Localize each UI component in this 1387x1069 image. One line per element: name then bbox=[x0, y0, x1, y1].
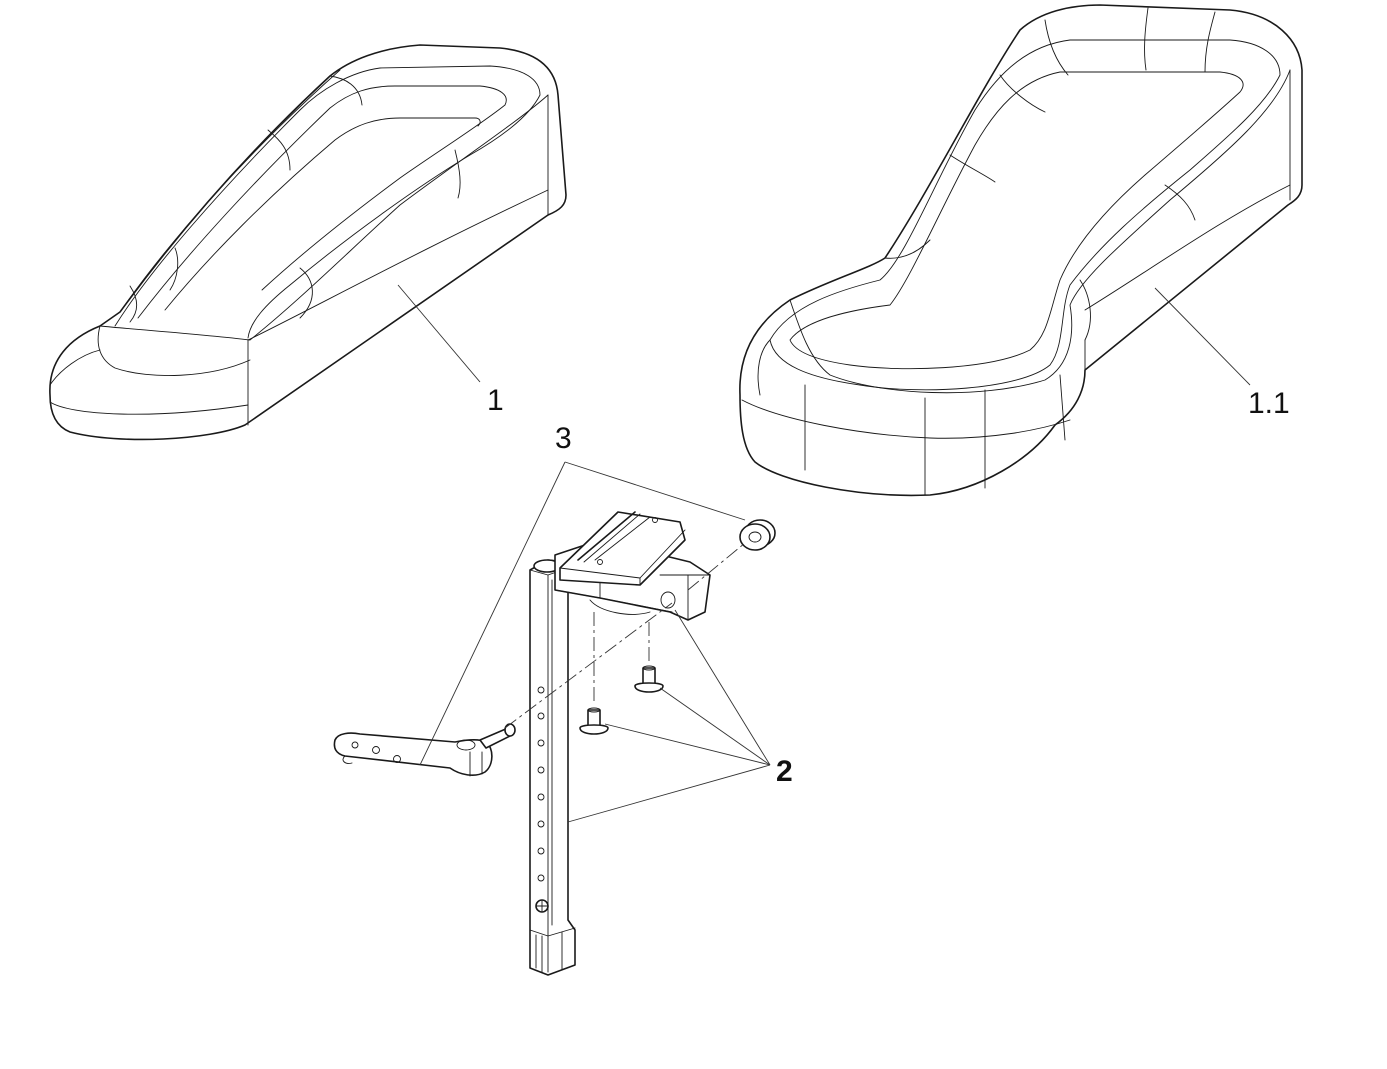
leader-part-2-screw-2 bbox=[659, 687, 771, 766]
leader-part-1-1 bbox=[1154, 287, 1251, 386]
leader-part-3-washer bbox=[564, 461, 746, 521]
screw-2 bbox=[634, 665, 664, 693]
quick-release-lever bbox=[333, 723, 516, 777]
callout-part-1: 1 bbox=[487, 384, 504, 417]
leader-part-3-lever bbox=[419, 461, 566, 766]
leader-part-2-screw-1 bbox=[604, 723, 771, 766]
leader-part-2-clamp bbox=[674, 609, 771, 766]
leader-part-1 bbox=[397, 284, 481, 383]
callout-part-2: 2 bbox=[776, 755, 793, 788]
post-adjustment-holes bbox=[535, 686, 549, 913]
armrest-pad-part-1-1 bbox=[739, 4, 1303, 497]
callout-part-1-1: 1.1 bbox=[1248, 387, 1290, 420]
screw-1 bbox=[579, 707, 609, 735]
armrest-pad-part-1 bbox=[49, 44, 567, 441]
washer bbox=[739, 519, 776, 551]
callout-part-3: 3 bbox=[555, 422, 572, 455]
leader-part-2-post bbox=[567, 764, 771, 823]
axis-line-washer bbox=[687, 542, 746, 591]
mounting-bracket-assembly bbox=[333, 511, 776, 976]
axis-line-lever bbox=[504, 602, 673, 729]
